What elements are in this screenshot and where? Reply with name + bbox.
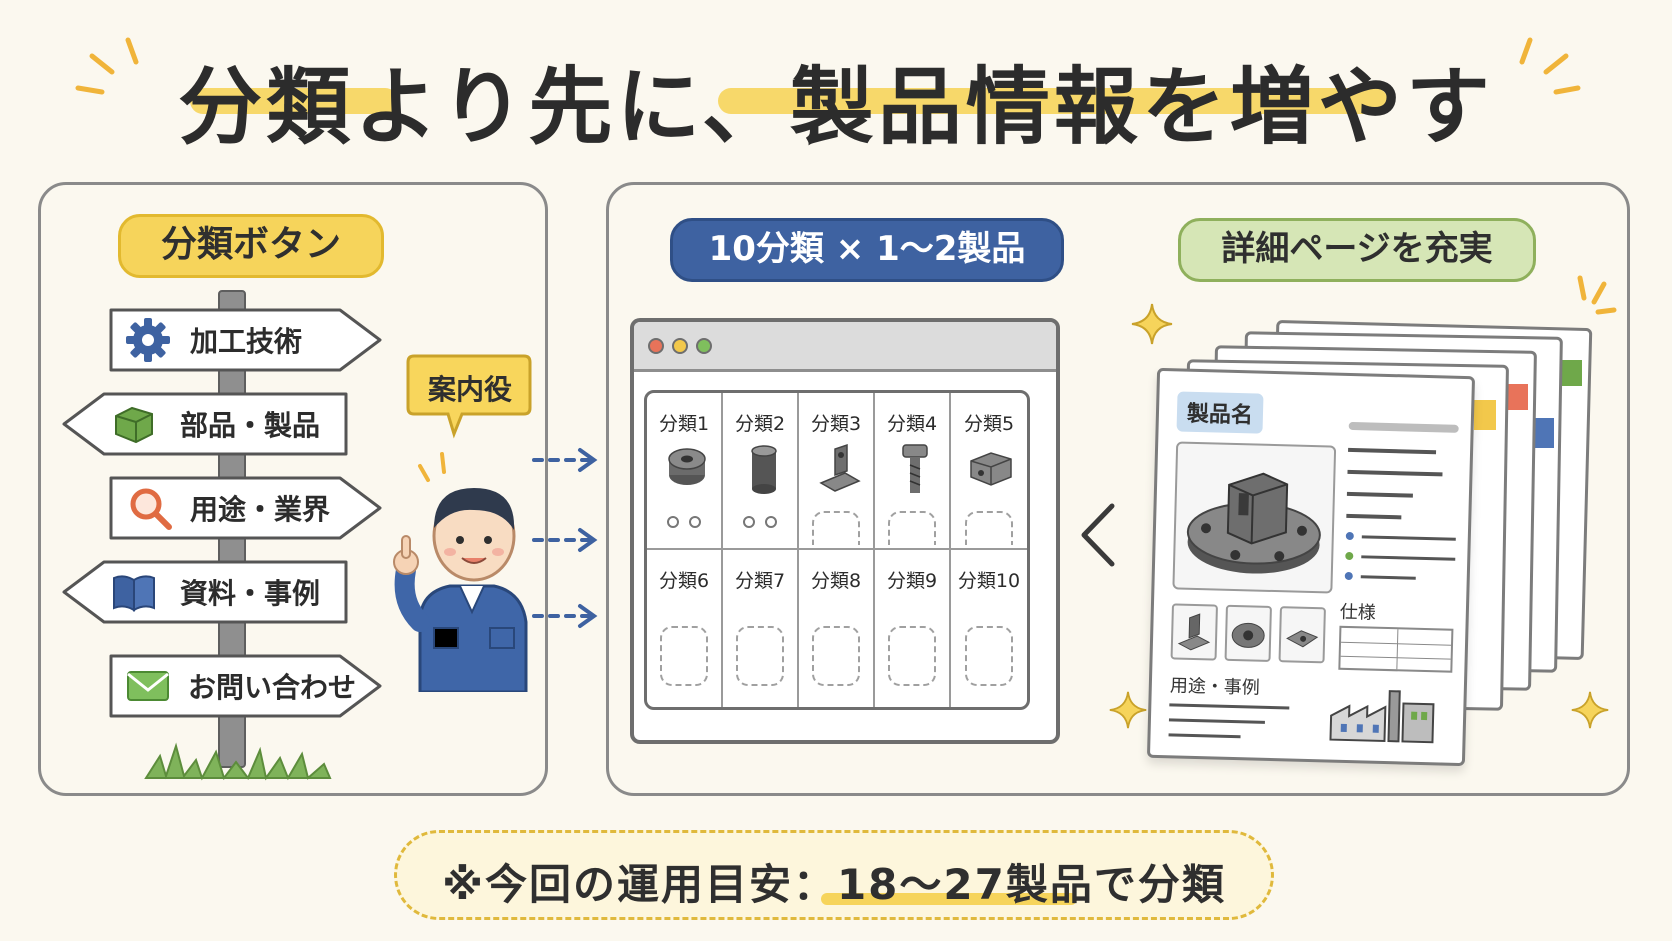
empty-product-slot	[812, 626, 860, 686]
detail-pages-header: 詳細ページを充実	[1178, 218, 1536, 282]
block-thumb-icon	[1286, 630, 1319, 648]
category-cell-2[interactable]: 分類2	[723, 393, 799, 550]
book-icon	[113, 575, 155, 612]
sparkle-icon	[1571, 691, 1609, 729]
sign-materials-cases[interactable]: 資料・事例	[60, 558, 350, 626]
title-highlight-right	[718, 88, 1388, 114]
category-cell-3[interactable]: 分類3	[799, 393, 875, 550]
page-stack-tab	[1560, 360, 1582, 386]
empty-product-slot	[888, 626, 936, 686]
grass-icon	[144, 742, 332, 781]
product-name-tag: 製品名	[1176, 391, 1264, 434]
flange-thumb-icon	[1231, 622, 1265, 648]
sparkle-icon	[1131, 303, 1173, 345]
speech-bubble	[406, 354, 532, 439]
spec-table	[1338, 625, 1454, 673]
thumbnail-2[interactable]	[1224, 604, 1272, 662]
category-cell-8[interactable]: 分類8	[799, 550, 875, 707]
guide-person-icon	[393, 452, 528, 692]
category-buttons-header: 分類ボタン	[118, 214, 384, 278]
product-detail-page: 製品名 仕様 用途・事例	[1146, 367, 1476, 767]
category-browser-window: 分類1 分類2 分類3 分類4	[630, 318, 1060, 744]
sign-processing-tech[interactable]: 加工技術	[108, 306, 384, 374]
gear-part-icon	[668, 448, 706, 485]
category-label: 分類5	[963, 413, 1015, 435]
category-cell-1[interactable]: 分類1	[647, 393, 723, 550]
sign-label: 用途・業界	[190, 493, 331, 526]
category-label: 分類6	[658, 570, 710, 592]
minimize-dot-icon[interactable]	[672, 338, 688, 354]
chevron-left-icon	[1081, 503, 1115, 567]
bolt-part-icon	[902, 444, 928, 493]
footer-note: ※今回の運用目安：18～27製品で分類	[394, 830, 1274, 920]
empty-product-slot	[965, 511, 1013, 545]
category-label: 分類9	[886, 570, 938, 592]
category-label: 分類2	[734, 413, 786, 435]
page-stack-tab	[1534, 418, 1554, 448]
empty-product-slot	[736, 626, 784, 686]
maximize-dot-icon[interactable]	[696, 338, 712, 354]
main-product-image	[1172, 441, 1337, 594]
sparkle-icon	[1109, 691, 1147, 729]
emphasis-lines-icon	[1577, 275, 1617, 315]
footer-highlight-text: 18～27製品	[836, 860, 1094, 909]
footer-text: ※今回の運用目安：18～27製品で分類	[397, 851, 1271, 912]
arrows-to-grid-icon	[532, 448, 598, 628]
gear-icon	[126, 318, 170, 362]
cylinder-part-icon	[751, 445, 777, 494]
title-sparkle-left-icon	[75, 37, 139, 95]
title-sparkle-right-icon	[1519, 37, 1581, 95]
envelope-icon	[127, 671, 169, 701]
footer-highlight	[821, 893, 1077, 905]
product-dots-icon	[667, 516, 701, 528]
categories-x-products-header: 10分類 × 1～2製品	[670, 218, 1064, 282]
flange-part-icon	[1186, 472, 1321, 574]
category-cell-9[interactable]: 分類9	[875, 550, 951, 707]
category-label: 分類10	[957, 570, 1021, 592]
bracket-thumb-icon	[1177, 613, 1211, 651]
spec-label: 仕様	[1339, 601, 1377, 624]
thumbnail-1[interactable]	[1170, 603, 1218, 661]
category-cell-4[interactable]: 分類4	[875, 393, 951, 550]
cube-icon	[115, 406, 153, 444]
footer-suffix: で分類	[1093, 860, 1226, 909]
thumbnail-3[interactable]	[1278, 606, 1326, 664]
category-label: 分類3	[810, 413, 862, 435]
sign-label: 資料・事例	[180, 577, 321, 610]
usage-lines	[1168, 703, 1290, 739]
empty-product-slot	[888, 511, 936, 545]
usage-cases-label: 用途・事例	[1169, 675, 1261, 699]
category-label: 分類1	[658, 413, 710, 435]
product-dots-icon	[743, 516, 777, 528]
factory-icon	[1329, 690, 1435, 744]
footer-prefix: ※今回の運用目安：	[442, 860, 837, 909]
close-dot-icon[interactable]	[648, 338, 664, 354]
page-stack-tab	[1474, 400, 1496, 430]
sign-contact[interactable]: お問い合わせ	[108, 652, 384, 720]
guide-bubble-text: 案内役	[428, 373, 513, 406]
browser-title-bar	[634, 322, 1056, 372]
bracket-part-icon	[819, 443, 861, 492]
sign-usage-industry[interactable]: 用途・業界	[108, 474, 384, 542]
empty-product-slot	[965, 626, 1013, 686]
magnifier-icon	[130, 488, 172, 530]
category-cell-6[interactable]: 分類6	[647, 550, 723, 707]
category-cell-10[interactable]: 分類10	[951, 550, 1027, 707]
description-lines	[1344, 421, 1459, 583]
sign-label: お問い合わせ	[188, 671, 357, 704]
category-grid: 分類1 分類2 分類3 分類4	[644, 390, 1030, 710]
category-cell-7[interactable]: 分類7	[723, 550, 799, 707]
page-title: 分類より先に、製品情報を増やす	[178, 58, 1494, 156]
category-label: 分類4	[886, 413, 938, 435]
category-label: 分類8	[810, 570, 862, 592]
sign-parts-products[interactable]: 部品・製品	[60, 390, 350, 458]
category-label: 分類7	[734, 570, 786, 592]
category-cell-5[interactable]: 分類5	[951, 393, 1027, 550]
block-part-icon	[970, 452, 1012, 486]
sign-label: 部品・製品	[180, 409, 321, 442]
empty-product-slot	[660, 626, 708, 686]
title-highlight-left	[190, 88, 398, 114]
empty-product-slot	[812, 511, 860, 545]
sign-label: 加工技術	[190, 325, 303, 358]
